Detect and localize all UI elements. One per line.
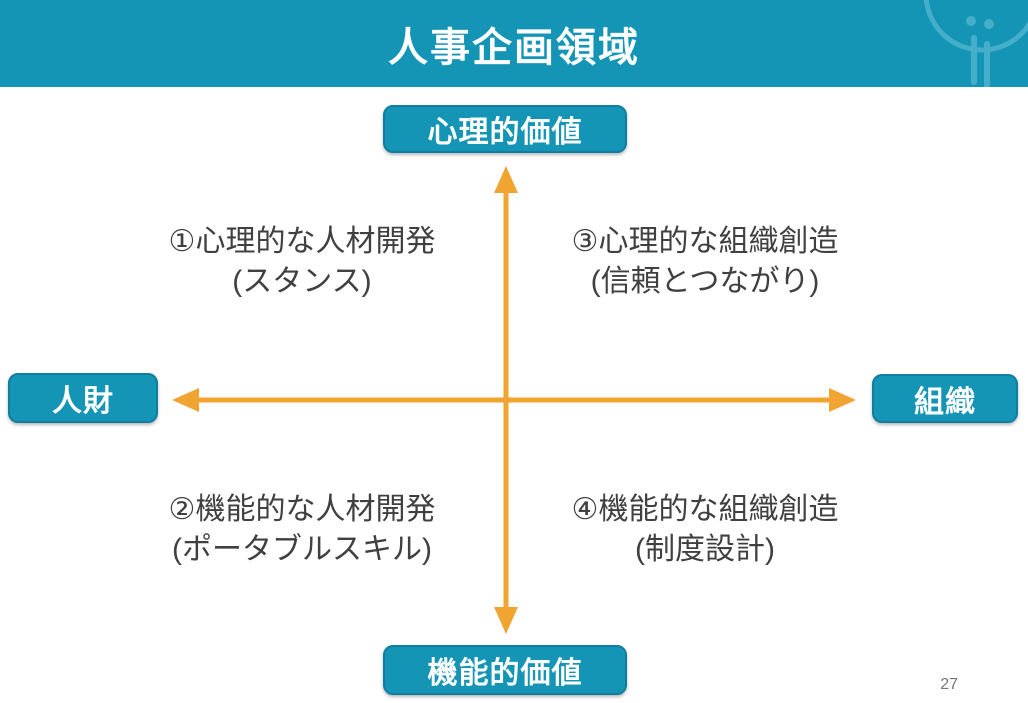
axis-label-right: 組織 [872, 374, 1018, 423]
quadrant-top-left-line2: (スタンス) [232, 265, 372, 298]
brand-circle-face-logo [923, 0, 1028, 87]
quadrant-bottom-left-line2: (ポータブルスキル) [172, 533, 432, 566]
axis-label-left: 人財 [8, 373, 158, 423]
quadrant-bottom-right-line2: (制度設計) [635, 533, 775, 566]
axis-label-bottom: 機能的価値 [383, 645, 627, 695]
quadrant-top-right-line2: (信頼とつながり) [590, 265, 820, 298]
quadrant-top-right: ③心理的な組織創造 (信頼とつながり) [527, 222, 883, 302]
slide-title: 人事企画領域 [388, 25, 640, 70]
header-band [0, 0, 1028, 87]
quadrant-top-left: ①心理的な人材開発 (スタンス) [124, 222, 480, 302]
quadrant-bottom-left-line1: ②機能的な人材開発 [168, 493, 436, 526]
arrowhead-left [172, 388, 199, 412]
quadrant-bottom-right-line1: ④機能的な組織創造 [571, 493, 839, 526]
quadrant-top-left-line1: ①心理的な人材開発 [168, 225, 436, 258]
quadrant-top-right-line1: ③心理的な組織創造 [571, 225, 839, 258]
arrowhead-up [494, 166, 518, 193]
arrowhead-down [494, 607, 518, 634]
axis-label-top: 心理的価値 [383, 105, 627, 153]
arrowhead-right [829, 388, 856, 412]
quadrant-bottom-right: ④機能的な組織創造 (制度設計) [527, 490, 883, 570]
quadrant-bottom-left: ②機能的な人材開発 (ポータブルスキル) [124, 490, 480, 570]
page-number: 27 [940, 676, 958, 693]
